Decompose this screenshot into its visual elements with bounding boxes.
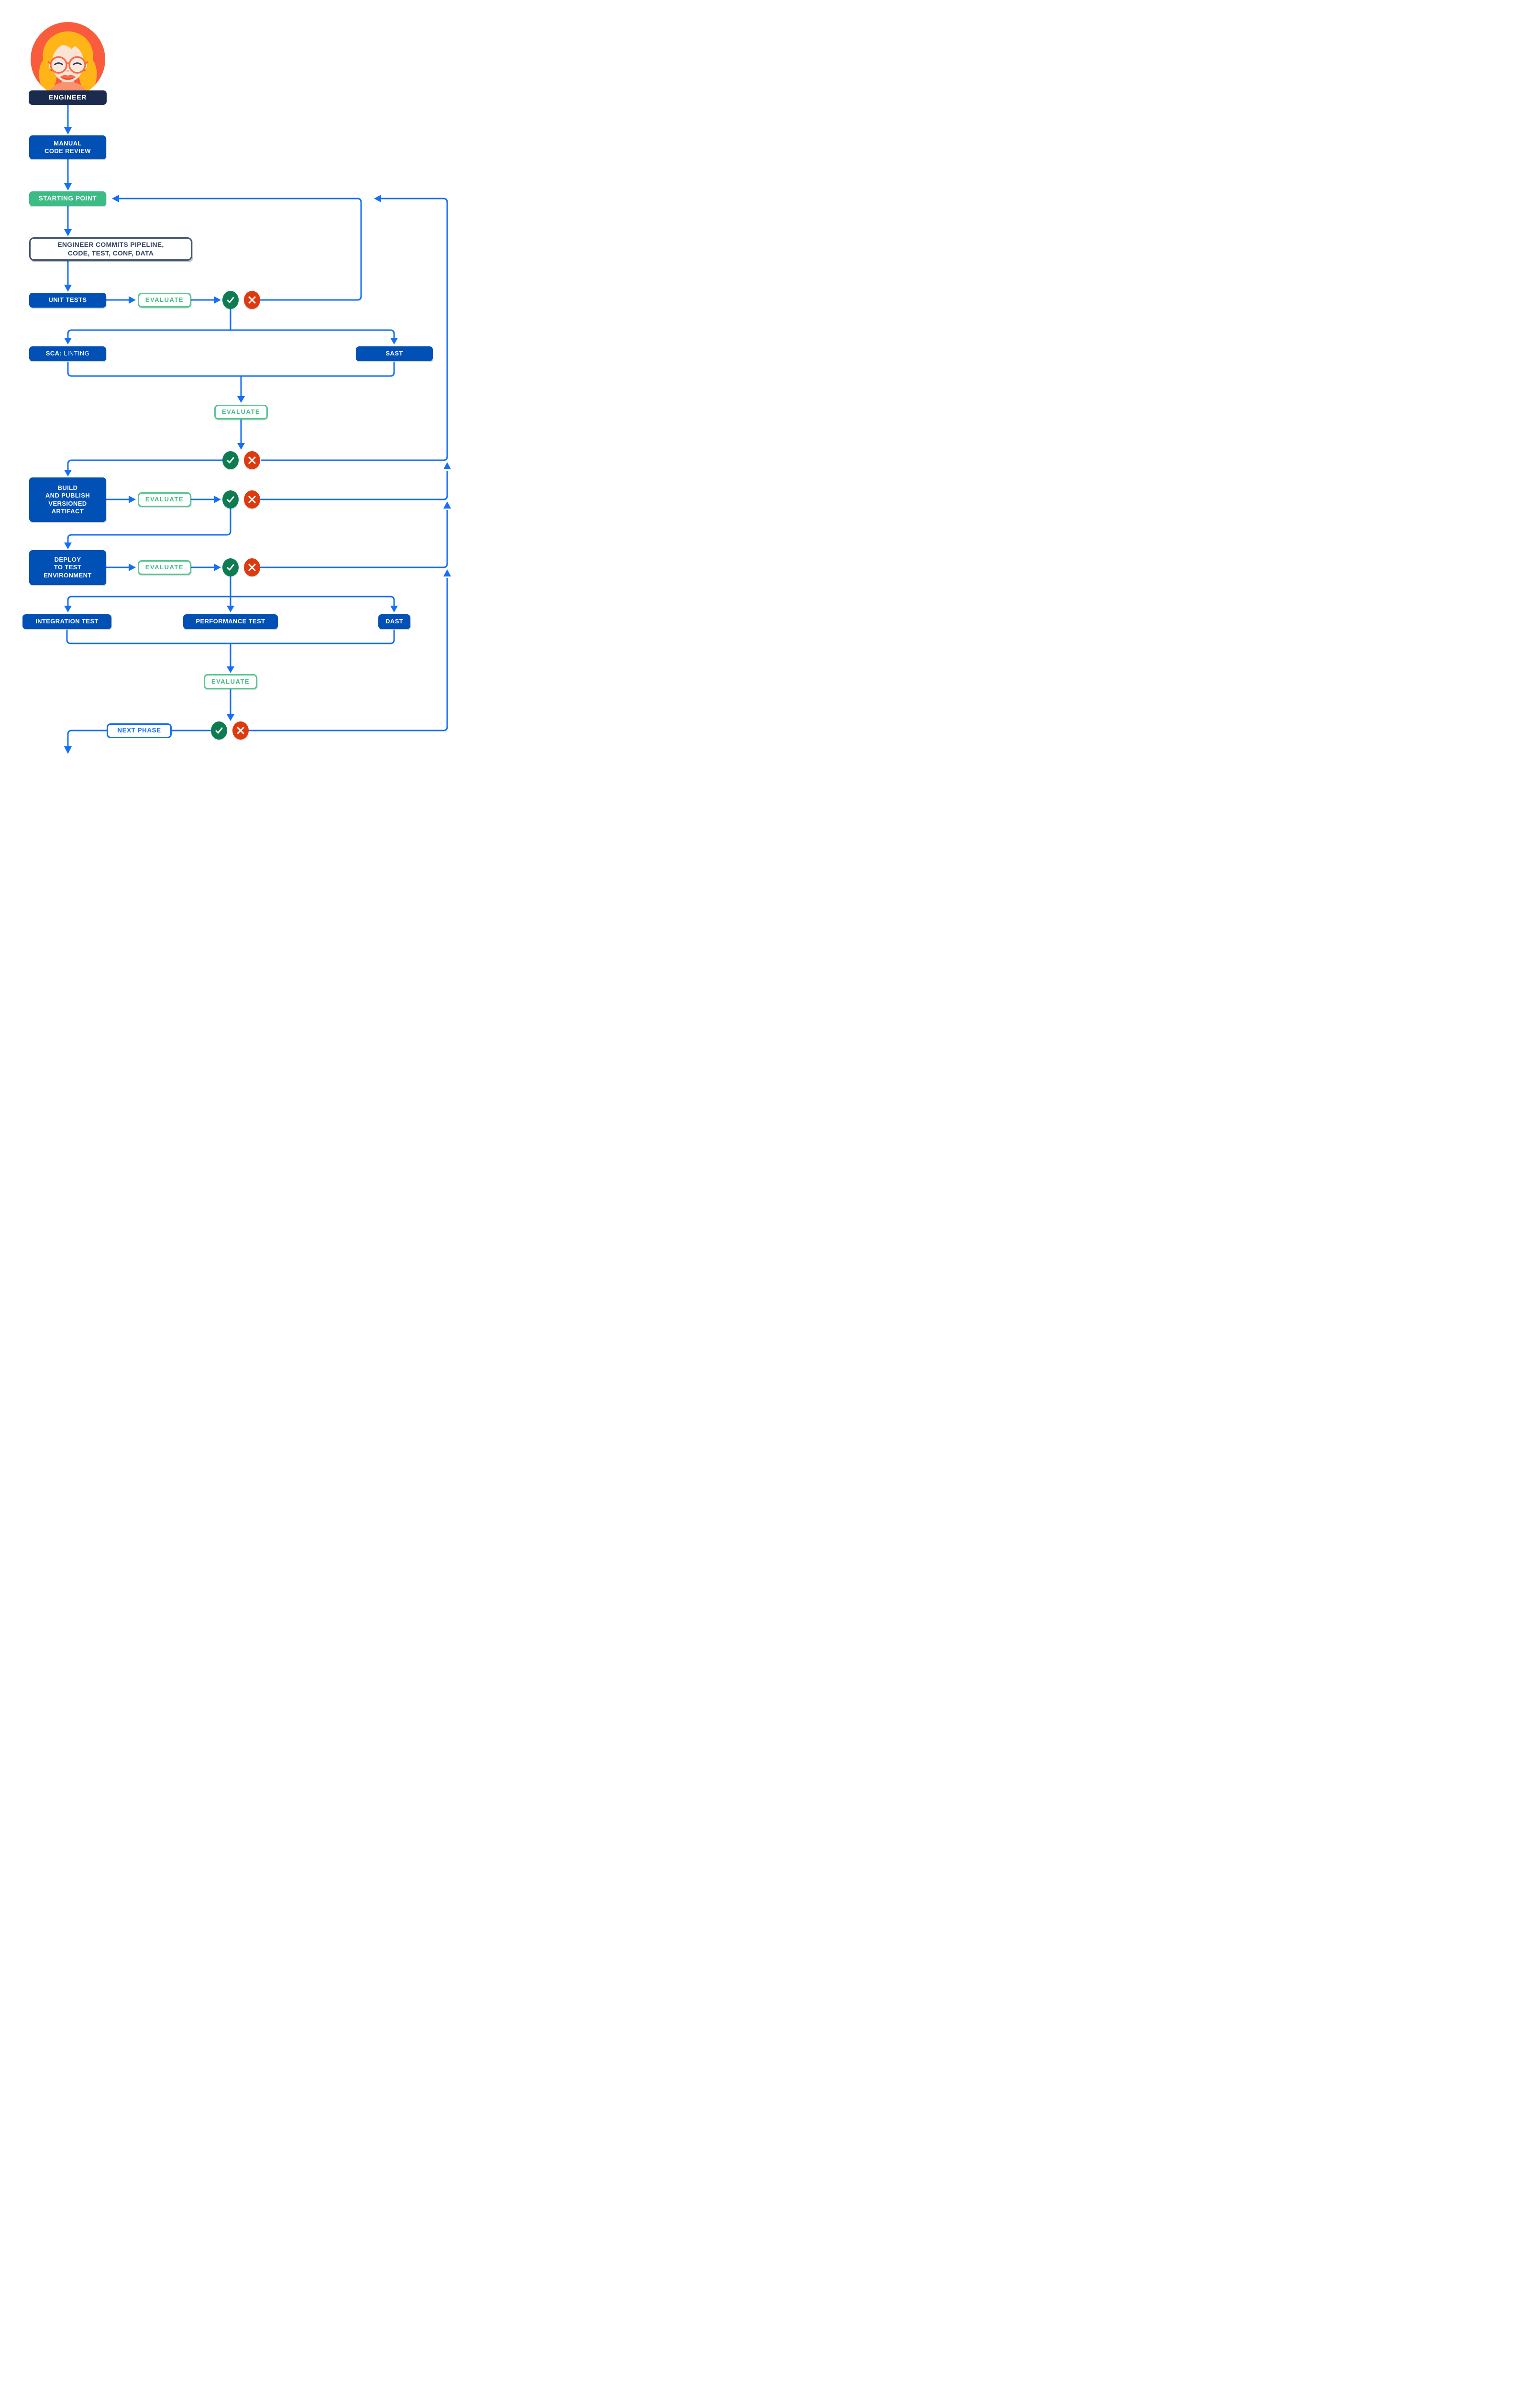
flowchart-canvas: ENGINEER MANUAL CODE REVIEW STARTING POI…	[0, 0, 478, 785]
check-icon	[222, 490, 239, 509]
check-icon	[222, 558, 239, 576]
integration-test-label: INTEGRATION TEST	[35, 618, 99, 625]
engineer-commits-line1: ENGINEER COMMITS PIPELINE,	[57, 241, 164, 248]
deploy-test-env-node: DEPLOY TO TEST ENVIRONMENT	[29, 550, 106, 585]
starting-point-label: STARTING POINT	[38, 195, 97, 202]
build-publish-node: BUILD AND PUBLISH VERSIONED ARTIFACT	[29, 477, 106, 522]
evaluate-build-node: EVALUATE	[138, 492, 191, 507]
build-line1: BUILD	[57, 484, 78, 491]
check-icon	[222, 291, 239, 309]
evaluate-sca-sast-node: EVALUATE	[214, 405, 268, 420]
arrowheads	[64, 127, 451, 754]
dast-node: DAST	[378, 614, 410, 629]
sca-linting-label: SCA: LINTING	[46, 350, 90, 357]
x-icon	[244, 558, 260, 576]
engineer-label: ENGINEER	[48, 93, 87, 101]
sast-label: SAST	[385, 350, 403, 357]
deploy-line2: TO TEST	[54, 564, 82, 571]
deploy-line3: ENVIRONMENT	[44, 571, 92, 579]
engineer-avatar-image	[31, 22, 105, 97]
evaluate-unit-tests-node: EVALUATE	[138, 293, 191, 308]
unit-tests-label: UNIT TESTS	[48, 296, 87, 304]
engineer-node: ENGINEER	[29, 90, 107, 105]
manual-code-review-node: MANUAL CODE REVIEW	[29, 135, 106, 159]
performance-test-node: PERFORMANCE TEST	[183, 614, 278, 629]
build-line2: AND PUBLISH	[45, 492, 90, 499]
sca-prefix: SCA:	[45, 350, 62, 357]
evaluate-label: EVALUATE	[211, 677, 250, 685]
integration-test-node: INTEGRATION TEST	[22, 614, 111, 629]
sca-linting-node: SCA: LINTING	[29, 346, 106, 361]
connector-lines	[64, 105, 451, 754]
manual-code-review-line1: MANUAL	[54, 139, 82, 147]
next-phase-label: NEXT PHASE	[117, 727, 161, 734]
build-line4: ARTIFACT	[51, 507, 84, 515]
evaluate-label: EVALUATE	[145, 564, 184, 571]
x-icon	[232, 721, 249, 740]
evaluate-label: EVALUATE	[145, 296, 184, 304]
evaluate-deploy-node: EVALUATE	[138, 560, 191, 575]
deploy-line1: DEPLOY	[54, 556, 81, 564]
build-line3: VERSIONED	[48, 499, 87, 507]
engineer-commits-node: ENGINEER COMMITS PIPELINE, CODE, TEST, C…	[29, 237, 192, 261]
x-icon	[244, 291, 260, 309]
evaluate-label: EVALUATE	[221, 408, 261, 416]
engineer-commits-line2: CODE, TEST, CONF, DATA	[67, 249, 154, 257]
sast-node: SAST	[356, 346, 433, 361]
performance-test-label: PERFORMANCE TEST	[196, 618, 265, 625]
check-icon	[211, 721, 227, 740]
dast-label: DAST	[385, 618, 403, 625]
next-phase-node: NEXT PHASE	[107, 723, 172, 738]
x-icon	[244, 451, 260, 469]
unit-tests-node: UNIT TESTS	[29, 293, 106, 308]
starting-point-node: STARTING POINT	[29, 191, 106, 206]
check-icon	[222, 451, 239, 469]
engineer-avatar	[31, 22, 105, 97]
sca-rest: LINTING	[62, 350, 90, 357]
x-icon	[244, 490, 260, 509]
evaluate-final-node: EVALUATE	[204, 674, 257, 689]
manual-code-review-line2: CODE REVIEW	[44, 147, 91, 155]
evaluate-label: EVALUATE	[145, 496, 184, 503]
